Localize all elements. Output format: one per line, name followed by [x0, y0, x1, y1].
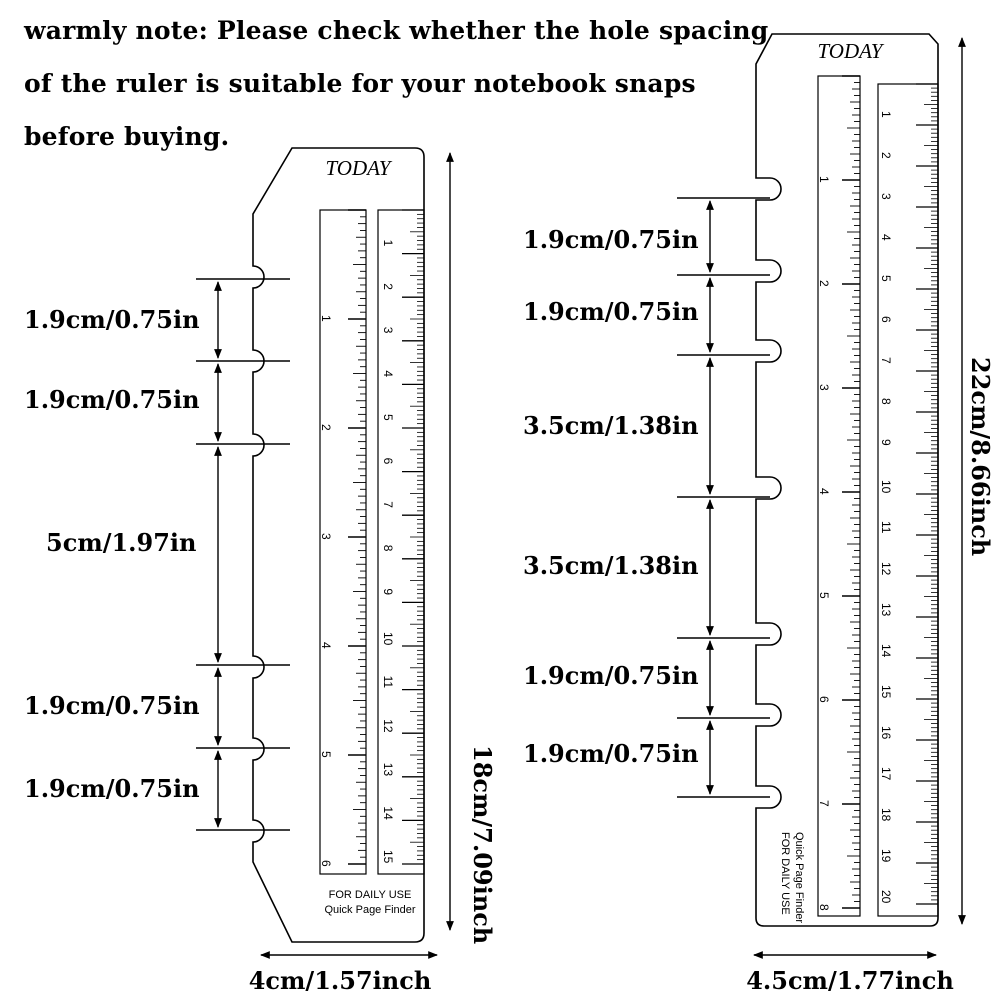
cm-number: 6 [879, 316, 893, 323]
spacing-label: 1.9cm/0.75in [523, 297, 699, 326]
cm-number: 17 [879, 767, 893, 781]
spacing-label: 1.9cm/0.75in [523, 739, 699, 768]
cm-number: 7 [381, 501, 395, 508]
cm-number: 8 [879, 398, 893, 405]
small-ruler-inch-ticks [348, 209, 366, 865]
cm-number: 11 [381, 676, 395, 689]
cm-number: 11 [879, 521, 893, 534]
inch-number: 4 [319, 642, 333, 649]
large-ruler-cm-scale [877, 83, 939, 917]
cm-number: 3 [879, 193, 893, 200]
cm-number: 16 [879, 726, 893, 740]
cm-number: 15 [381, 850, 395, 864]
inch-number: 6 [319, 860, 333, 867]
inch-number: 8 [817, 904, 831, 911]
large-ruler-inch-numbers: 1 2 3 4 5 6 7 8 [817, 176, 831, 911]
cm-number: 14 [879, 644, 893, 658]
large-ruler-width-label: 4.5cm/1.77inch [746, 966, 954, 995]
small-ruler-outline [252, 147, 425, 943]
inch-number: 6 [817, 696, 831, 703]
cm-number: 8 [381, 545, 395, 552]
small-ruler-cm-numbers: 1 2 3 4 5 6 7 8 9 10 11 12 13 14 15 [381, 240, 395, 864]
large-ruler-cm-ticks [916, 83, 938, 905]
cm-number: 1 [879, 111, 893, 118]
cm-number: 9 [381, 588, 395, 595]
spacing-label: 1.9cm/0.75in [523, 225, 699, 254]
small-ruler-inch-numbers: 1 2 3 4 5 6 [319, 315, 333, 867]
small-ruler-inch-scale [319, 209, 367, 875]
cm-number: 5 [879, 275, 893, 282]
cm-number: 4 [879, 234, 893, 241]
warning-note-line-2: of the ruler is suitable for your notebo… [24, 69, 696, 98]
small-ruler-title: TODAY [326, 156, 393, 180]
large-ruler-height-label: 22cm/8.66inch [966, 357, 995, 556]
inch-number: 1 [817, 176, 831, 183]
cm-number: 3 [381, 327, 395, 334]
spacing-label: 1.9cm/0.75in [24, 305, 200, 334]
cm-number: 2 [879, 152, 893, 159]
small-ruler: TODAY 1 2 3 4 5 6 1 2 3 4 5 6 7 8 [252, 147, 425, 943]
large-ruler-hole-guides [677, 197, 770, 798]
spacing-label: 3.5cm/1.38in [523, 551, 699, 580]
inch-number: 7 [817, 800, 831, 807]
cm-number: 13 [879, 603, 893, 617]
cm-number: 5 [381, 414, 395, 421]
inch-number: 3 [319, 533, 333, 540]
large-ruler-inch-ticks [842, 75, 860, 909]
cm-number: 13 [381, 763, 395, 777]
spacing-label: 3.5cm/1.38in [523, 411, 699, 440]
inch-number: 5 [817, 592, 831, 599]
small-ruler-cm-ticks [402, 209, 424, 865]
small-ruler-footer-line-1: FOR DAILY USE [329, 889, 412, 901]
large-ruler: TODAY 1 2 3 4 5 6 7 8 1 2 3 4 5 6 [755, 33, 939, 927]
spacing-label: 1.9cm/0.75in [24, 385, 200, 414]
spacing-label: 1.9cm/0.75in [523, 661, 699, 690]
inch-number: 1 [319, 315, 333, 322]
small-ruler-height-label: 18cm/7.09inch [468, 745, 497, 944]
large-ruler-inch-scale [817, 75, 861, 917]
cm-number: 6 [381, 458, 395, 465]
inch-number: 4 [817, 488, 831, 495]
small-ruler-hole-guides [196, 278, 290, 831]
cm-number: 10 [381, 632, 395, 646]
spacing-label: 1.9cm/0.75in [24, 691, 200, 720]
inch-number: 2 [319, 424, 333, 431]
small-ruler-cm-scale [377, 209, 425, 875]
spacing-label: 1.9cm/0.75in [24, 774, 200, 803]
large-ruler-title: TODAY [818, 39, 885, 63]
cm-number: 15 [879, 685, 893, 699]
cm-number: 1 [381, 240, 395, 247]
cm-number: 7 [879, 357, 893, 364]
inch-number: 2 [817, 280, 831, 287]
large-ruler-footer-line-1: FOR DAILY USE [779, 832, 791, 915]
cm-number: 20 [879, 890, 893, 904]
warning-note-line-1: warmly note: Please check whether the ho… [24, 16, 769, 45]
cm-number: 4 [381, 370, 395, 377]
spacing-label: 5cm/1.97in [46, 528, 197, 557]
cm-number: 14 [381, 806, 395, 820]
warning-note-line-3: before buying. [24, 122, 230, 151]
cm-number: 18 [879, 808, 893, 822]
cm-number: 2 [381, 283, 395, 290]
small-ruler-width-label: 4cm/1.57inch [249, 966, 432, 995]
inch-number: 5 [319, 751, 333, 758]
cm-number: 12 [879, 562, 893, 576]
large-ruler-cm-numbers: 1 2 3 4 5 6 7 8 9 10 11 12 13 14 15 16 1… [879, 111, 893, 904]
large-ruler-spacing-labels: 1.9cm/0.75in 1.9cm/0.75in 3.5cm/1.38in 3… [523, 225, 699, 768]
cm-number: 19 [879, 849, 893, 863]
cm-number: 12 [381, 719, 395, 733]
inch-number: 3 [817, 384, 831, 391]
large-ruler-outline [755, 33, 939, 927]
cm-number: 9 [879, 439, 893, 446]
cm-number: 10 [879, 480, 893, 494]
small-ruler-footer-line-2: Quick Page Finder [324, 904, 415, 916]
small-ruler-spacing-labels: 1.9cm/0.75in 1.9cm/0.75in 5cm/1.97in 1.9… [24, 305, 200, 803]
large-ruler-footer-line-2: Quick Page Finder [793, 832, 805, 923]
